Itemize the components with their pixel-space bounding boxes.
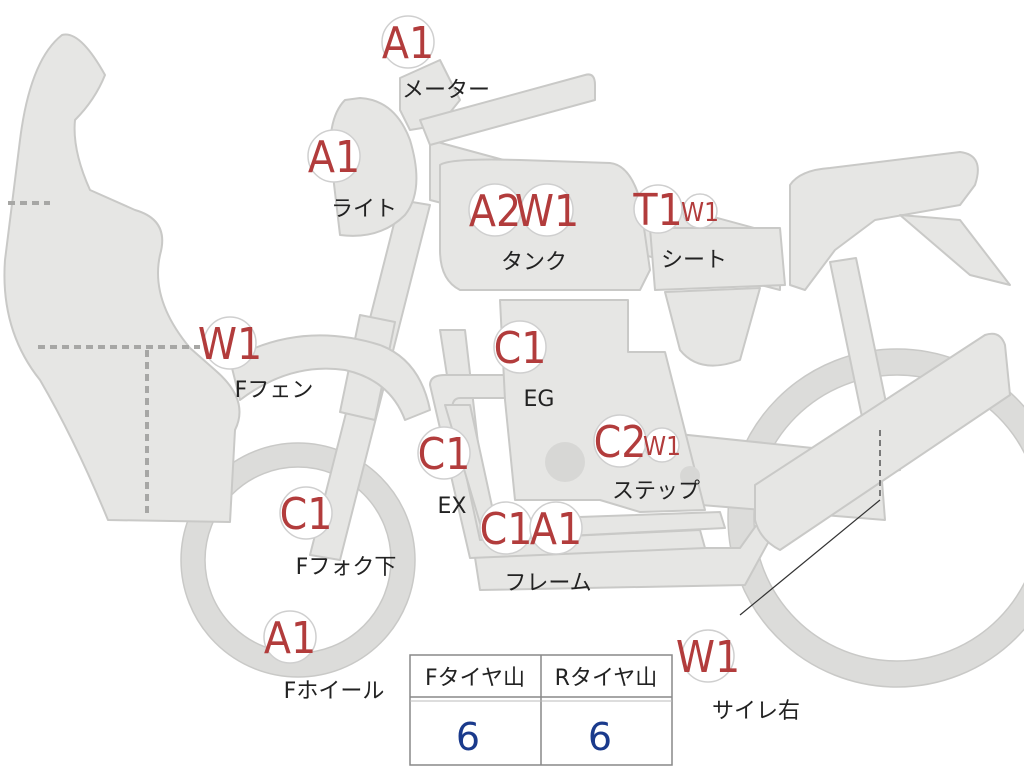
grade-exhaust: C1 (417, 426, 471, 480)
seat (649, 227, 786, 291)
handlebar (419, 73, 596, 146)
label-engine: EG (524, 387, 555, 412)
grade-ffork-text: C1 (280, 489, 333, 540)
side-cover (664, 287, 761, 367)
grade-ffender: W1 (198, 316, 262, 370)
tire-tread-table: Fタイヤ山 Rタイヤ山 6 6 (409, 654, 673, 766)
label-step: ステップ (612, 479, 700, 504)
grade-meter: A1 (381, 15, 435, 69)
fairing (3, 33, 241, 523)
front-tire-header: Fタイヤ山 (425, 666, 525, 691)
grade-frame-a-text: C1 (480, 504, 533, 555)
grade-fwheel-text: A1 (264, 613, 316, 664)
grade-seat: T1 W1 (632, 184, 719, 236)
grade-meter-text: A1 (382, 18, 434, 69)
label-tank: タンク (501, 250, 567, 275)
label-frame: フレーム (504, 571, 591, 596)
grade-tank-a-text: A2 (469, 186, 521, 237)
grade-seat-a-text: T1 (632, 185, 682, 236)
grade-ffork: C1 (279, 486, 333, 540)
label-light: ライト (331, 197, 397, 222)
grade-seat-b-text: W1 (681, 198, 719, 228)
tail-fin (899, 214, 1011, 286)
grade-step-b-text: W1 (643, 432, 681, 462)
grade-markers: A1 A1 A2 W1 T1 W1 W1 C1 (198, 15, 740, 683)
grade-light-text: A1 (308, 132, 360, 183)
label-seat: シート (661, 248, 727, 273)
grade-tank-b-text: W1 (515, 186, 579, 237)
part-labels: メーター ライト タンク シート Fフェン EG EX ステップ Fフォク下 フ… (235, 78, 800, 724)
grade-tank: A2 W1 (468, 183, 579, 237)
grade-exhaust-text: C1 (418, 429, 471, 480)
grade-engine-text: C1 (494, 323, 547, 374)
front-tire-value: 6 (456, 715, 480, 759)
rear-tire-value: 6 (588, 715, 612, 759)
grade-muffler-text: W1 (676, 632, 740, 683)
grade-light: A1 (307, 129, 361, 183)
grade-step-a-text: C2 (594, 417, 647, 468)
fairing-guidelines (8, 201, 200, 515)
grade-ffender-text: W1 (198, 319, 262, 370)
grade-fwheel: A1 (263, 610, 317, 664)
muffler (754, 332, 1011, 551)
muffler-leader (739, 430, 881, 616)
tail-section (789, 151, 979, 291)
rear-wheel (728, 349, 1024, 687)
grade-frame-b-text: A1 (530, 504, 582, 555)
front-wheel (181, 443, 415, 677)
label-ffender: Fフェン (235, 378, 314, 403)
grade-muffler: W1 (676, 629, 740, 683)
grade-step: C2 W1 (593, 414, 681, 468)
front-fender (229, 334, 431, 421)
label-exhaust: EX (438, 494, 467, 519)
rear-tire-header: Rタイヤ山 (555, 666, 658, 691)
label-muffler: サイレ右 (712, 699, 800, 724)
grade-engine: C1 (493, 320, 547, 374)
grade-frame: C1 A1 (479, 501, 583, 555)
label-meter: メーター (402, 78, 490, 103)
label-ffork: Fフォク下 (296, 555, 397, 580)
label-fwheel: Fホイール (284, 679, 385, 704)
